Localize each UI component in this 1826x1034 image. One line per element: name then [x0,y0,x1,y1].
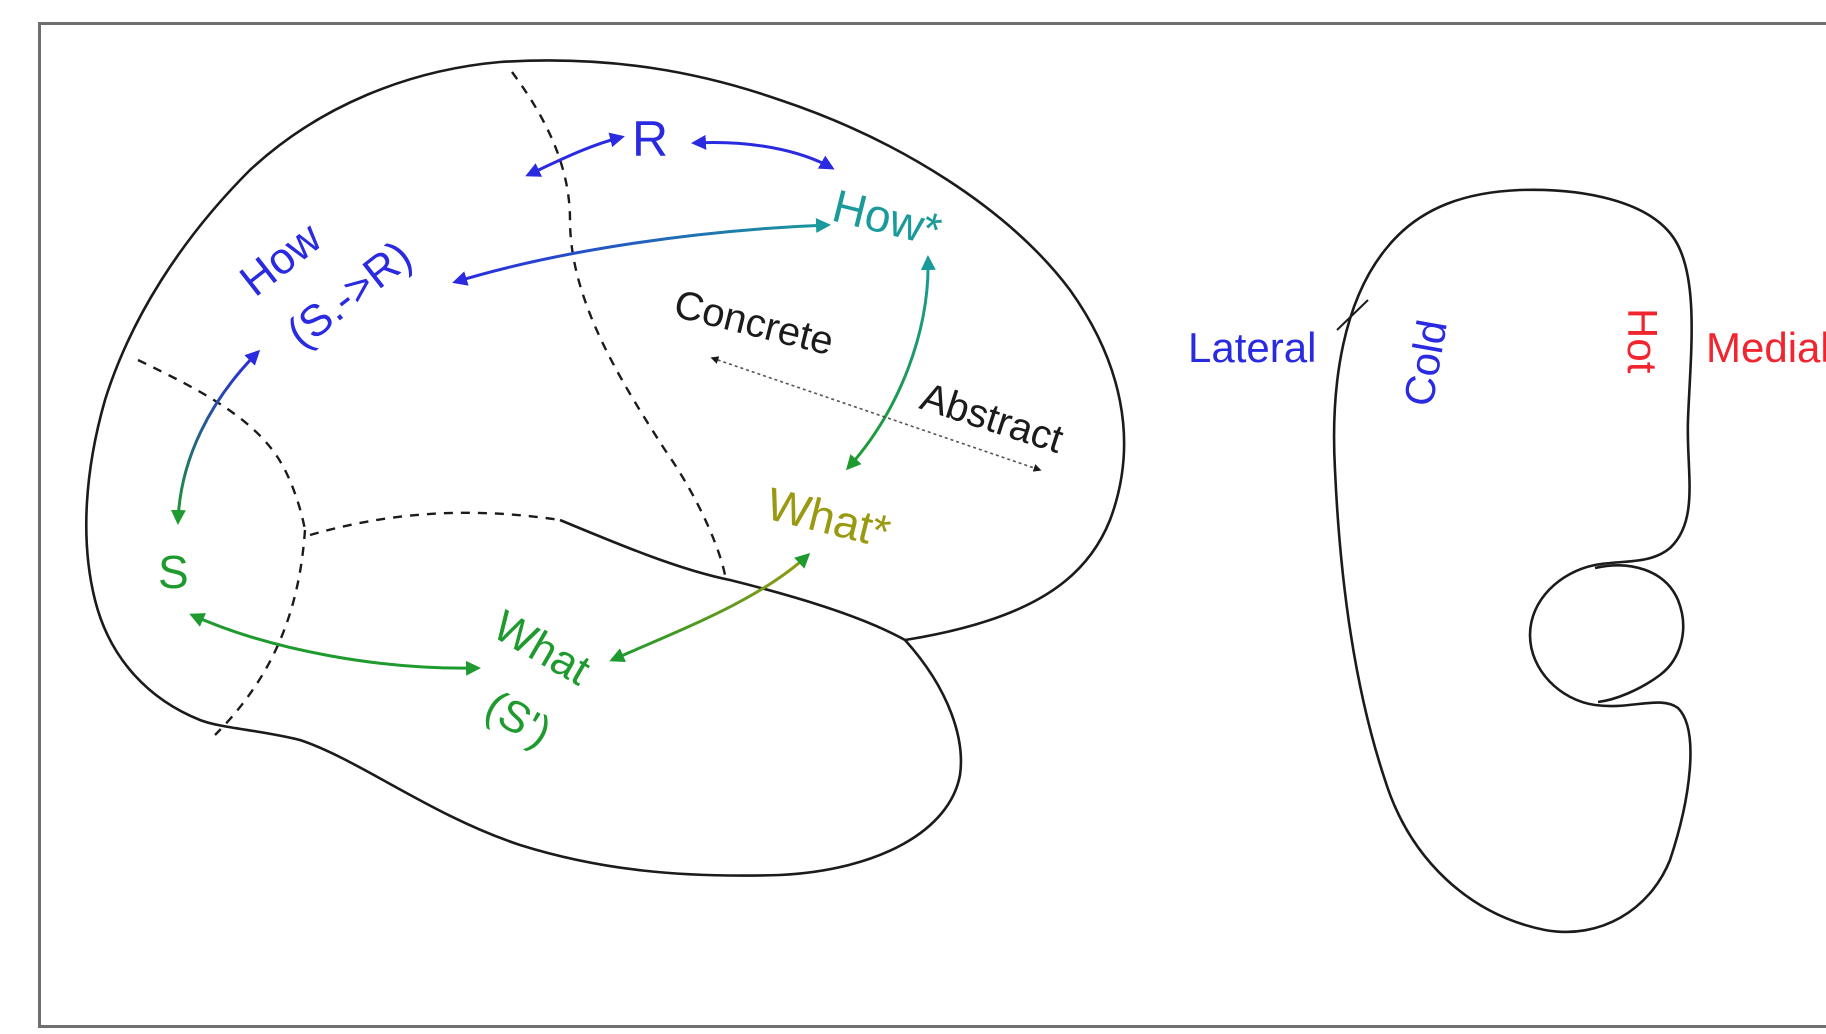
section-labels: Lateral Cold Hot Medial [1188,308,1826,410]
label-what-star: What* [762,477,896,558]
label-abstract: Abstract [915,375,1068,462]
label-medial: Medial [1706,324,1826,371]
central-sulcus-dashed [511,71,727,576]
orbital-boundary-dashed [214,529,307,736]
arrow-what-whatstar [609,552,811,663]
label-r: R [632,111,668,167]
label-hot: Hot [1619,308,1666,374]
label-how-star: How* [828,179,947,256]
arrow-s-what [189,613,481,676]
coronal-section [1332,188,1693,934]
lateral-brain [84,59,1126,877]
arrow-premotor-r [525,132,625,177]
section-inner-lobe [1594,564,1685,704]
frontal-pole-boundary-dashed [137,358,307,531]
arrow-howstar-whatstar [845,255,936,471]
label-cold: Cold [1395,316,1456,409]
connections [170,132,1042,676]
lateral-pointer-line [1336,299,1369,331]
label-s: S [158,546,189,598]
brain-outline [84,59,1126,877]
label-what-s-prime: (S') [477,681,560,757]
label-concrete: Concrete [670,282,838,364]
arrow-how-howstar [452,217,831,286]
label-lateral: Lateral [1188,324,1316,371]
arrow-concrete-abstract [710,356,1042,472]
section-outline [1332,188,1693,934]
arrow-r-howstar [691,134,835,170]
arrow-s-how [170,349,261,525]
temporal-boundary-dashed [309,511,561,537]
